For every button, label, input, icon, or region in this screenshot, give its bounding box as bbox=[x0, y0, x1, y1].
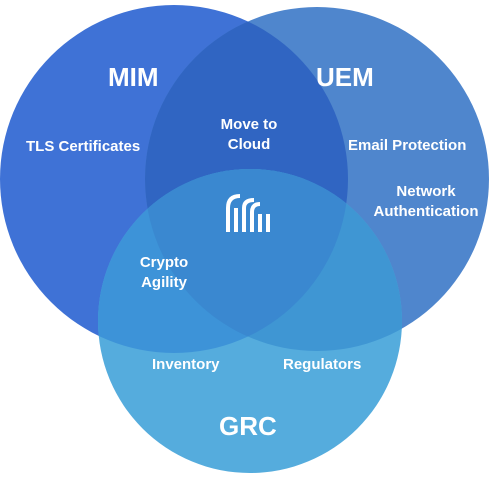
label-move-line2: Cloud bbox=[227, 135, 271, 153]
label-network-authentication: Network Authentication bbox=[366, 182, 486, 221]
label-email-protection: Email Protection bbox=[348, 137, 467, 154]
uem-title: UEM bbox=[316, 62, 374, 92]
mim-title: MIM bbox=[108, 62, 159, 92]
label-move-to-cloud: Move to Cloud bbox=[210, 115, 288, 154]
brand-logo-icon bbox=[226, 194, 270, 232]
label-regulators: Regulators bbox=[283, 356, 362, 373]
label-inventory: Inventory bbox=[152, 356, 220, 373]
label-crypto-line1: Crypto bbox=[139, 254, 189, 271]
label-move-line1: Move to bbox=[220, 116, 278, 133]
label-network-line1: Network bbox=[396, 183, 456, 200]
overlap-all bbox=[145, 169, 348, 351]
label-network-line2: Authentication bbox=[373, 202, 479, 220]
label-tls-certificates: TLS Certificates bbox=[26, 138, 141, 155]
label-crypto-agility: Crypto Agility bbox=[128, 253, 200, 292]
grc-title: GRC bbox=[219, 411, 277, 441]
label-crypto-line2: Agility bbox=[141, 273, 187, 291]
